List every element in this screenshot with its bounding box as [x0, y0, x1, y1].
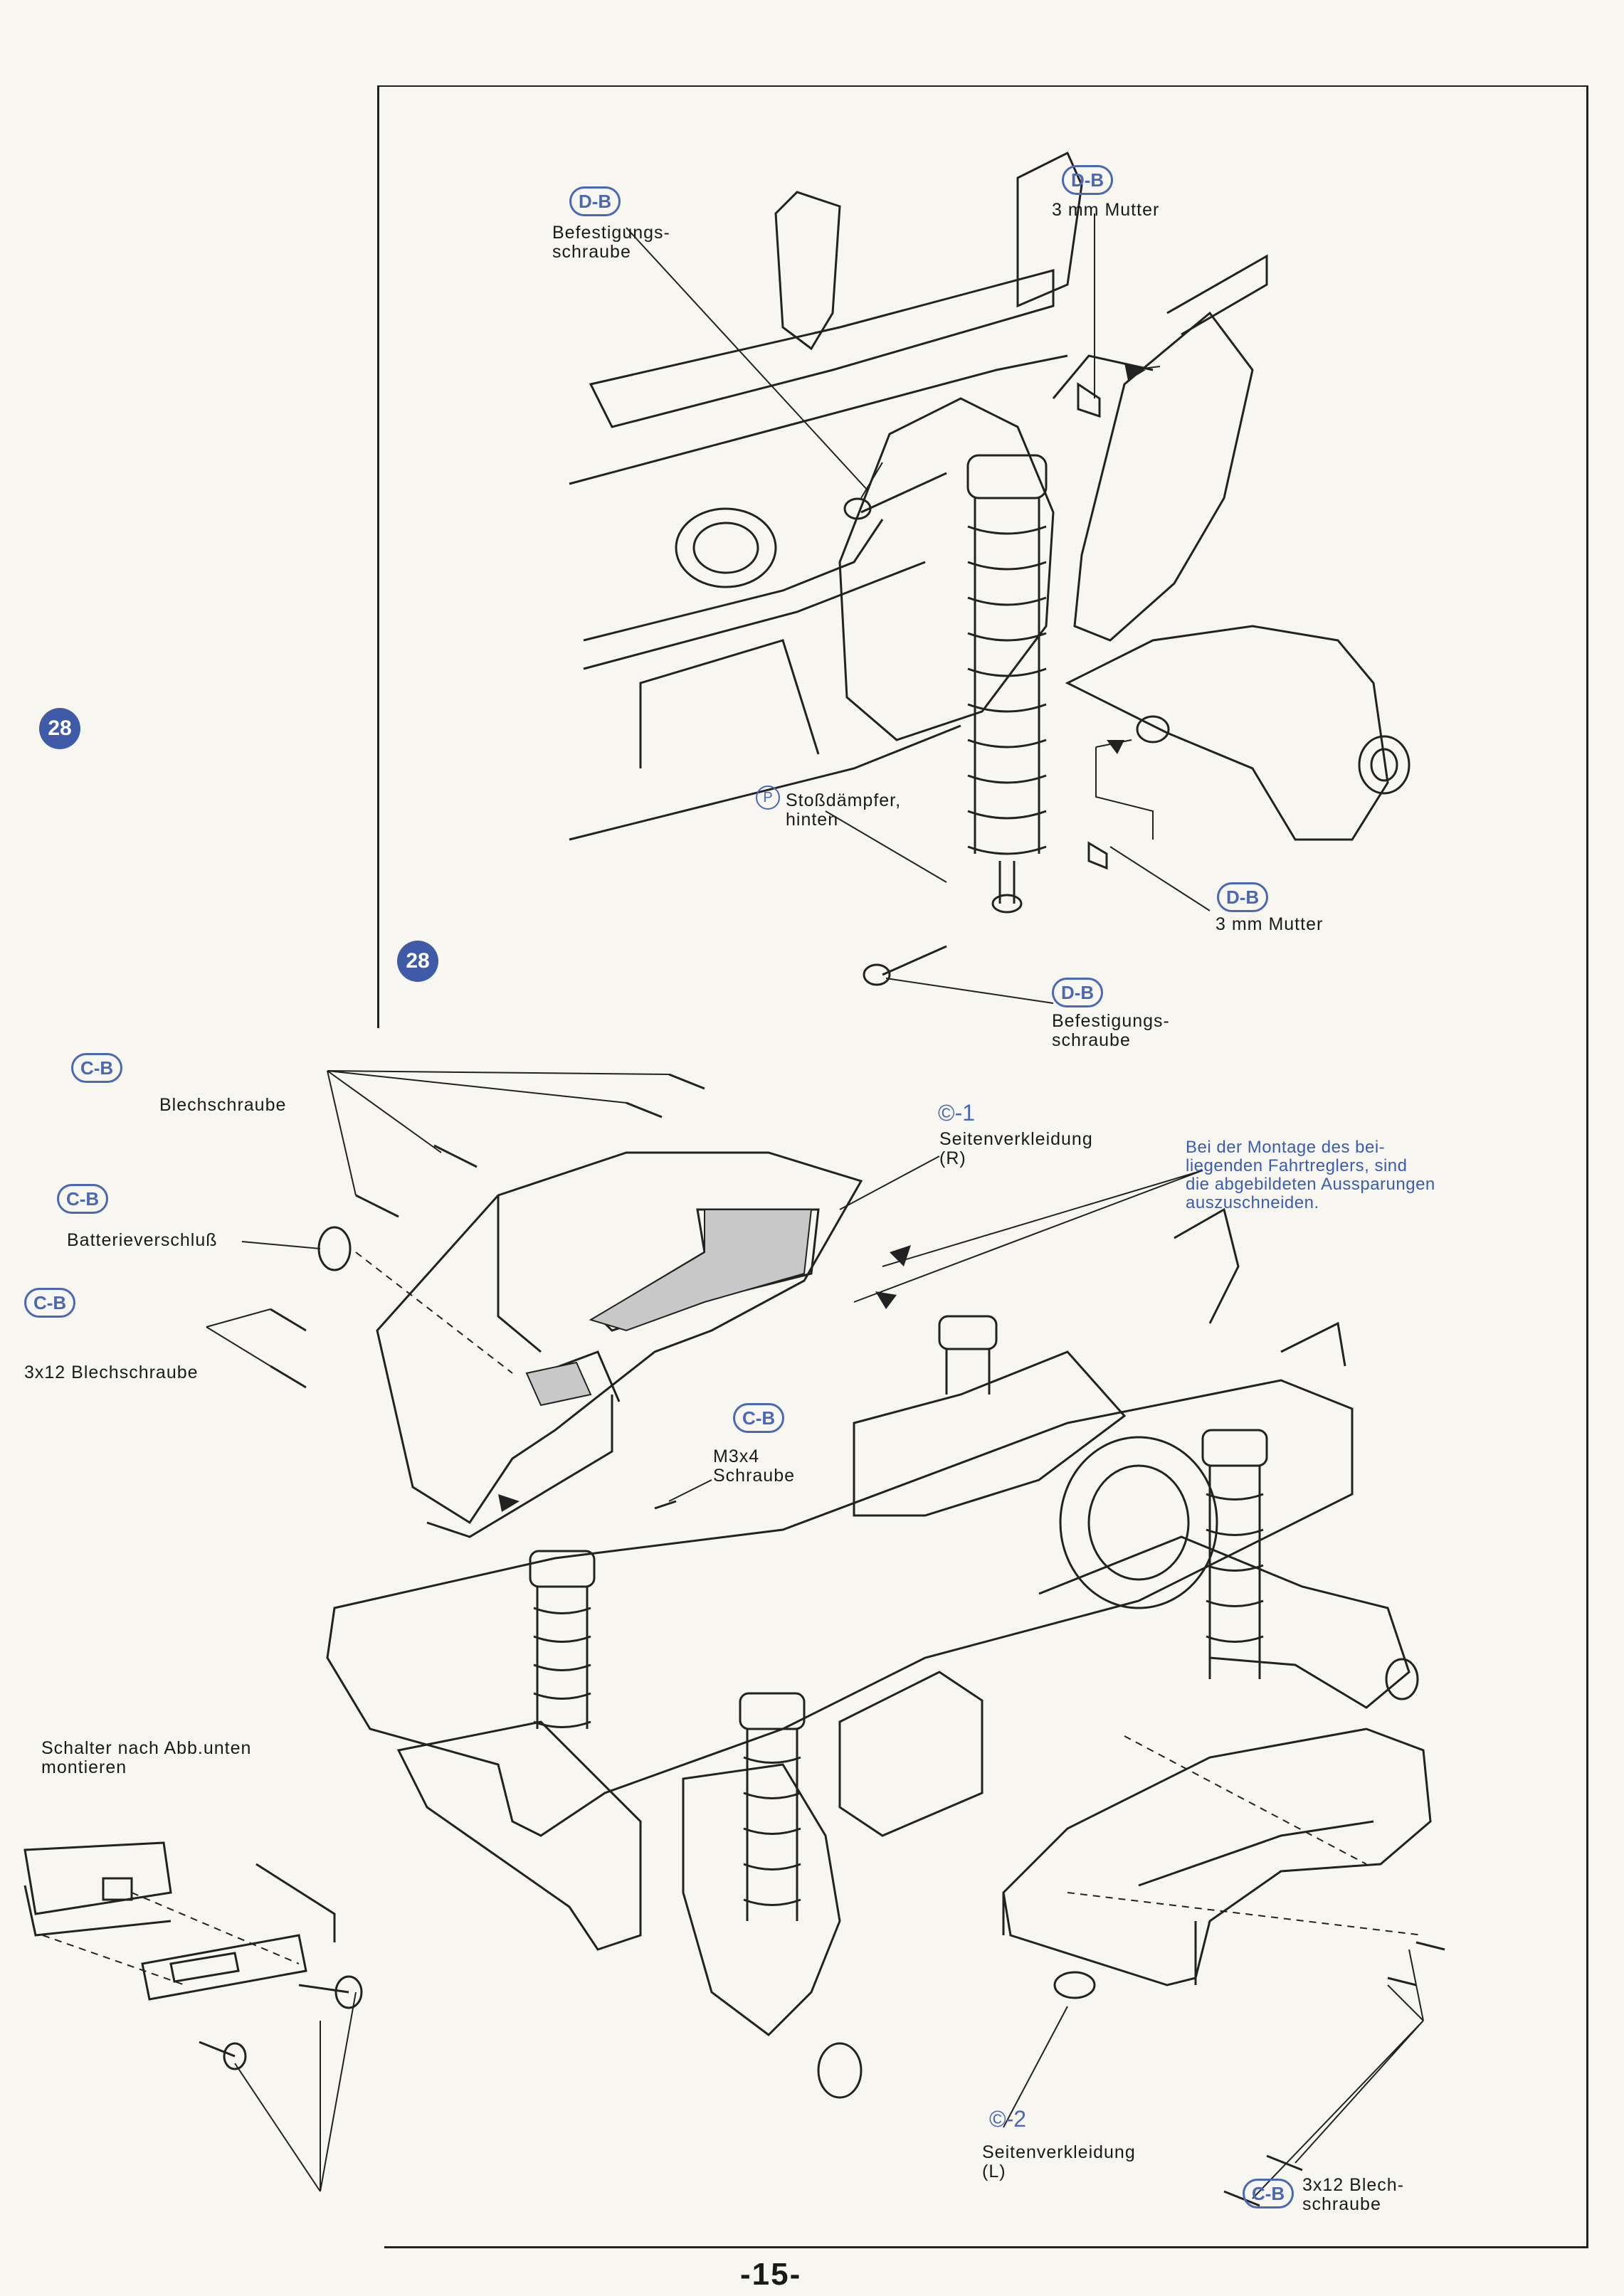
part-code-badge: D-B [569, 186, 621, 216]
callout-screw-bottom: Befestigungs- schraube [1052, 1011, 1170, 1050]
switch-note: Schalter nach Abb.unten montieren [41, 1738, 252, 1777]
cutout-note: Bei der Montage des bei- liegenden Fahrt… [1186, 1138, 1435, 1212]
switch-inset-drawing [23, 1841, 363, 2070]
part-code-circle: ©-1 [938, 1100, 976, 1126]
screws-nuts-top [843, 382, 1170, 986]
callout-screw-left: Befestigungs- schraube [552, 223, 670, 262]
callout-3x12-blechschraube: 3x12 Blechschraube [24, 1363, 199, 1382]
screws-bottom [270, 1073, 1445, 2207]
callout-blechschraube: Blechschraube [159, 1095, 287, 1115]
rear-shock-drawing [774, 191, 1048, 914]
callout-shock: Stoßdämpfer, hinten [786, 790, 902, 830]
page-number: -15- [740, 2257, 802, 2292]
part-code-circle: P [756, 785, 780, 810]
frame-gap [363, 1028, 384, 2252]
part-code-badge: C-B [1243, 2179, 1295, 2208]
part-code-badge: C-B [733, 1403, 785, 1433]
chassis-upper-drawing [569, 151, 1411, 841]
part-code-badge: D-B [1062, 165, 1114, 195]
part-code-badge: C-B [24, 1288, 76, 1318]
callout-nut-top: 3 mm Mutter [1052, 200, 1160, 220]
arrow-heads [498, 363, 1146, 1512]
callout-nut-bottom: 3 mm Mutter [1216, 914, 1324, 934]
chassis-lower-drawing [326, 1207, 1419, 2099]
side-cover-l-drawing [1002, 1728, 1432, 1999]
part-code-badge: D-B [1217, 882, 1269, 912]
front-rear-shocks [529, 1315, 1268, 1921]
step-number-badge: 28 [39, 708, 80, 749]
callout-cover-l: Seitenverkleidung (L) [982, 2142, 1136, 2181]
part-code-badge: D-B [1052, 978, 1104, 1007]
callout-3x12-blech-right: 3x12 Blech- schraube [1302, 2175, 1405, 2214]
callout-batterieverschluss: Batterieverschluß [67, 1230, 218, 1250]
part-code-badge: C-B [71, 1053, 123, 1083]
part-code-circle: ©-2 [989, 2106, 1027, 2132]
part-code-badge: C-B [57, 1184, 109, 1214]
callout-cover-r: Seitenverkleidung (R) [939, 1129, 1093, 1168]
callout-m3x4: M3x4 Schraube [713, 1446, 796, 1486]
step-number-badge: 28 [397, 941, 438, 982]
